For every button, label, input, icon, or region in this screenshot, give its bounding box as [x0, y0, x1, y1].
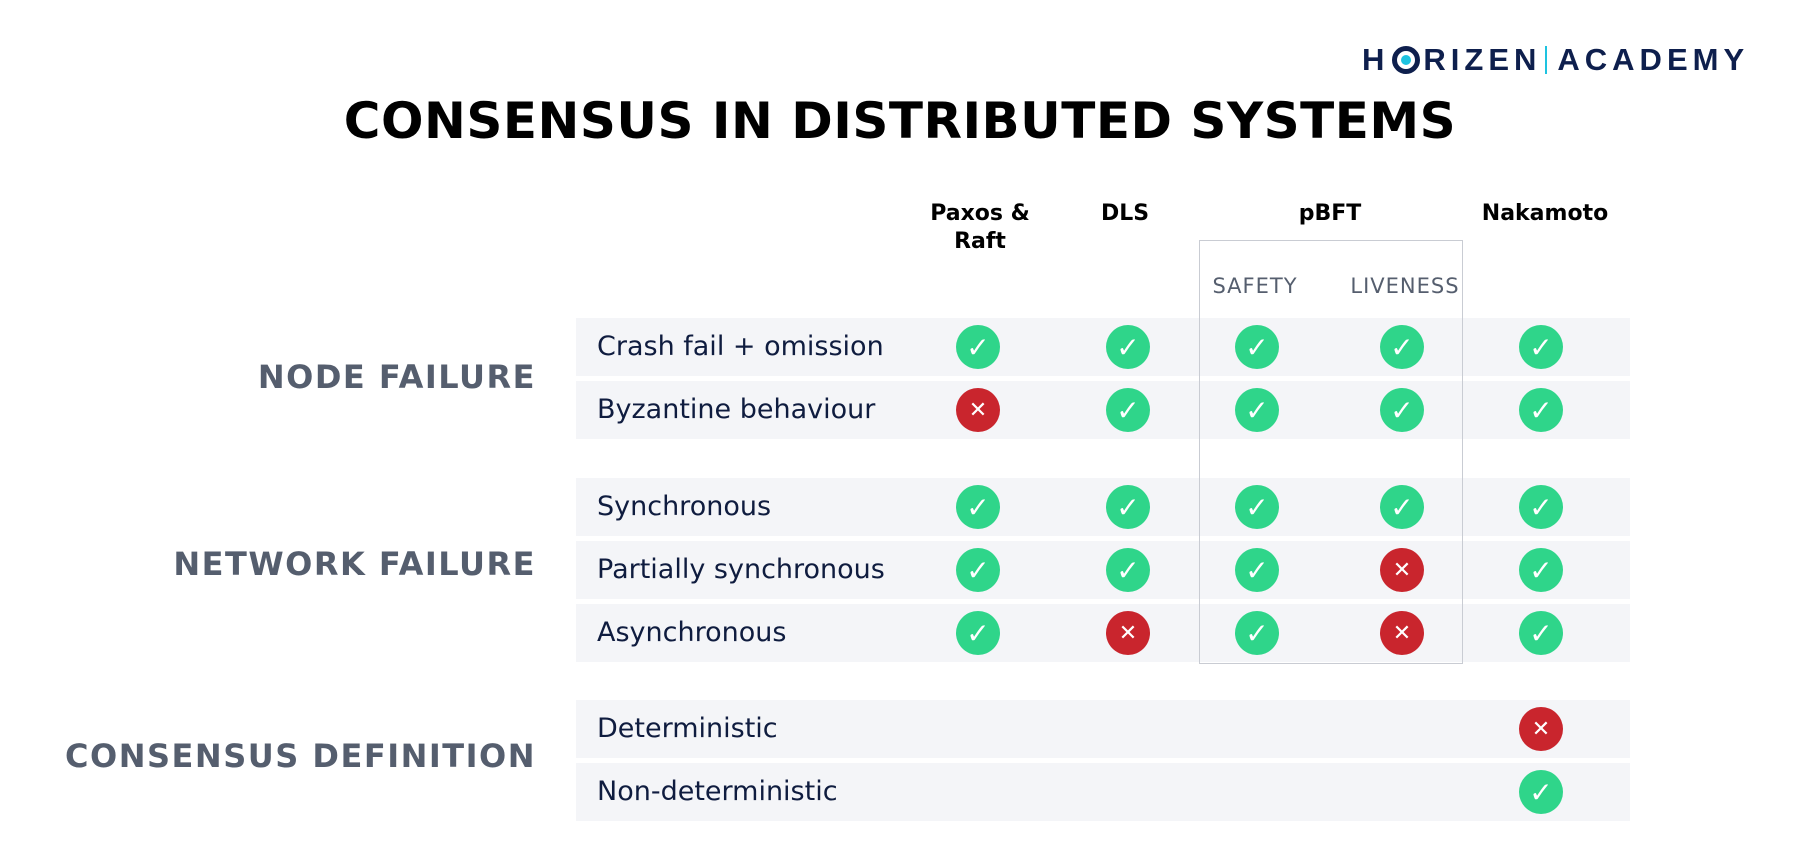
- column-header-paxos-raft: Paxos & Raft: [915, 200, 1045, 256]
- cross-icon: ✕: [1380, 611, 1424, 655]
- check-icon: ✓: [1519, 388, 1563, 432]
- column-header-dls: DLS: [1100, 201, 1150, 226]
- cross-icon: ✕: [1106, 611, 1150, 655]
- row-label: Byzantine behaviour: [597, 394, 876, 425]
- check-icon: ✓: [1380, 388, 1424, 432]
- column-header-pbft: pBFT: [1298, 201, 1362, 226]
- row-label: Partially synchronous: [597, 554, 885, 585]
- row-label: Deterministic: [597, 713, 778, 744]
- check-icon: ✓: [1235, 485, 1279, 529]
- check-icon: ✓: [1235, 611, 1279, 655]
- check-icon: ✓: [956, 611, 1000, 655]
- horizen-academy-logo: H RIZEN ACADEMY: [1362, 40, 1749, 80]
- row-label: Asynchronous: [597, 617, 787, 648]
- check-icon: ✓: [1519, 548, 1563, 592]
- check-icon: ✓: [1380, 485, 1424, 529]
- table-row: [576, 478, 1630, 536]
- check-icon: ✓: [956, 325, 1000, 369]
- table-row: [576, 381, 1630, 439]
- check-icon: ✓: [1106, 485, 1150, 529]
- check-icon: ✓: [956, 548, 1000, 592]
- column-header-line: Paxos &: [930, 201, 1030, 226]
- logo-separator: [1545, 46, 1548, 74]
- check-icon: ✓: [1519, 770, 1563, 814]
- check-icon: ✓: [1235, 548, 1279, 592]
- table-row: [576, 604, 1630, 662]
- row-label: Crash fail + omission: [597, 331, 884, 362]
- logo-o-icon: [1392, 46, 1421, 74]
- check-icon: ✓: [1519, 485, 1563, 529]
- check-icon: ✓: [1106, 325, 1150, 369]
- subheader-liveness: LIVENESS: [1350, 274, 1460, 298]
- row-label: Non-deterministic: [597, 776, 838, 807]
- check-icon: ✓: [1380, 325, 1424, 369]
- check-icon: ✓: [1235, 388, 1279, 432]
- cross-icon: ✕: [1519, 707, 1563, 751]
- column-header-line: Raft: [954, 229, 1006, 254]
- logo-text-academy: ACADEMY: [1557, 42, 1750, 77]
- logo-text-h: H: [1362, 42, 1390, 77]
- page-title: CONSENSUS IN DISTRIBUTED SYSTEMS: [343, 92, 1457, 150]
- table-row: [576, 541, 1630, 599]
- check-icon: ✓: [956, 485, 1000, 529]
- check-icon: ✓: [1519, 325, 1563, 369]
- group-label: CONSENSUS DEFINITION: [65, 737, 536, 775]
- group-label: NODE FAILURE: [257, 358, 536, 396]
- table-row: [576, 700, 1630, 758]
- pbft-column-outline: [1199, 240, 1463, 664]
- check-icon: ✓: [1106, 548, 1150, 592]
- row-label: Synchronous: [597, 491, 772, 522]
- table-row: [576, 763, 1630, 821]
- cross-icon: ✕: [1380, 548, 1424, 592]
- column-header-nakamoto: Nakamoto: [1481, 201, 1609, 226]
- group-label: NETWORK FAILURE: [173, 545, 536, 583]
- check-icon: ✓: [1519, 611, 1563, 655]
- check-icon: ✓: [1235, 325, 1279, 369]
- check-icon: ✓: [1106, 388, 1150, 432]
- subheader-safety: SAFETY: [1212, 274, 1298, 298]
- table-row: [576, 318, 1630, 376]
- logo-text-rizen: RIZEN: [1423, 42, 1542, 77]
- cross-icon: ✕: [956, 388, 1000, 432]
